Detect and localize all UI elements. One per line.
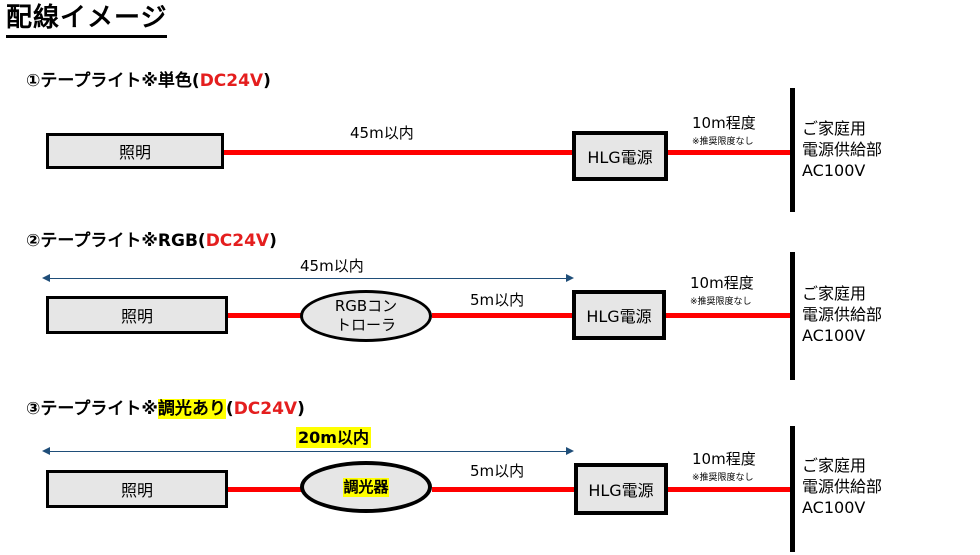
section-2-destination: ご家庭用 電源供給部 AC100V — [802, 283, 882, 346]
section-1-destination-line2: 電源供給部 — [802, 140, 883, 159]
section-3-destination-line1: ご家庭用 — [802, 456, 867, 475]
section-1-light-box: 照明 — [46, 133, 224, 169]
section-3-distance-label: 5m以内 — [470, 462, 525, 480]
section-3-dimmer-label: 調光器 — [343, 477, 389, 497]
section-1-psu-box: HLG電源 — [572, 131, 668, 181]
section-3-outlet-bar — [790, 426, 795, 552]
section-2-psu-note: ※推奨限度なし — [690, 297, 752, 307]
section-3-arrow-distance-label: 20m以内 — [296, 427, 371, 448]
section-2-arrow-distance-label: 45m以内 — [300, 257, 364, 275]
section-1-title-suffix: ) — [263, 71, 271, 91]
section-2-wire-left — [228, 313, 302, 318]
section-1-distance-label: 45m以内 — [350, 124, 414, 142]
section-3-arrow-head-left — [42, 447, 50, 455]
section-2-arrow-head-right — [566, 274, 574, 282]
page-title: 配線イメージ — [6, 2, 168, 38]
section-2-title-prefix: ②テープライト※ — [26, 231, 158, 251]
section-3-title-suffix: ) — [297, 399, 305, 419]
section-1-psu-distance: 10m程度 — [692, 114, 756, 132]
section-1-outlet-bar — [790, 88, 795, 212]
section-1-psu-note: ※推奨限度なし — [692, 137, 754, 147]
section-2-title-suffix: ) — [269, 231, 277, 251]
section-3-wire-psu — [668, 487, 790, 492]
section-3-destination-line3: AC100V — [802, 498, 866, 517]
section-2-destination-line3: AC100V — [802, 326, 866, 345]
section-2-controller-line2: トローラ — [335, 316, 396, 334]
section-3-psu-box: HLG電源 — [574, 463, 668, 515]
section-2-distance-label: 5m以内 — [470, 291, 525, 309]
section-2-controller-line1: RGBコン — [334, 297, 398, 315]
section-3-light-box: 照明 — [46, 470, 228, 508]
section-2-outlet-bar — [790, 252, 795, 380]
section-1-wire-main — [224, 150, 572, 155]
section-2-voltage: DC24V — [205, 231, 270, 251]
section-1-destination-line1: ご家庭用 — [802, 119, 867, 138]
section-1-title: ①テープライト※単色(DC24V) — [26, 70, 271, 92]
section-3-destination: ご家庭用 電源供給部 AC100V — [802, 455, 882, 518]
section-2-light-label: 照明 — [120, 307, 153, 326]
section-3-destination-line2: 電源供給部 — [802, 477, 883, 496]
section-3-distance-arrow — [48, 451, 566, 452]
section-2-psu-label: HLG電源 — [586, 307, 652, 326]
section-1-psu-label: HLG電源 — [587, 148, 653, 167]
section-2-light-box: 照明 — [46, 296, 228, 334]
section-2-title: ②テープライト※RGB(DC24V) — [26, 230, 277, 252]
section-3-arrow-head-right — [566, 447, 574, 455]
section-3-psu-distance: 10m程度 — [692, 450, 756, 468]
section-2-destination-line1: ご家庭用 — [802, 284, 867, 303]
section-3-title-mid: ( — [225, 399, 234, 419]
section-3-wire-mid — [432, 487, 574, 492]
section-3-title: ③テープライト※調光あり(DC24V) — [26, 398, 305, 420]
section-1-destination-line3: AC100V — [802, 161, 866, 180]
section-3-light-label: 照明 — [120, 481, 153, 500]
section-1-voltage: DC24V — [199, 71, 264, 91]
section-3-dimmer: 調光器 — [300, 461, 432, 513]
section-1-title-prefix: ①テープライト※ — [26, 71, 158, 91]
section-3-wire-left — [228, 487, 302, 492]
section-2-distance-arrow — [48, 278, 566, 279]
section-3-title-highlight: 調光あり — [157, 399, 226, 419]
section-2-wire-psu — [666, 313, 790, 318]
section-3-title-prefix: ③テープライト※ — [26, 399, 158, 419]
section-3-psu-label: HLG電源 — [588, 481, 654, 500]
section-1-title-mid: 単色( — [157, 71, 200, 91]
section-1-wire-psu — [668, 150, 790, 155]
section-2-arrow-head-left — [42, 274, 50, 282]
section-2-controller: RGBコン トローラ — [300, 290, 432, 342]
section-3-voltage: DC24V — [233, 399, 298, 419]
section-1-destination: ご家庭用 電源供給部 AC100V — [802, 118, 882, 181]
section-2-psu-box: HLG電源 — [572, 290, 666, 340]
section-2-title-mid: RGB( — [157, 231, 206, 251]
section-3-psu-note: ※推奨限度なし — [692, 473, 754, 483]
section-2-destination-line2: 電源供給部 — [802, 305, 883, 324]
section-1-light-label: 照明 — [118, 143, 151, 162]
section-2-wire-mid — [432, 313, 572, 318]
section-2-psu-distance: 10m程度 — [690, 274, 754, 292]
